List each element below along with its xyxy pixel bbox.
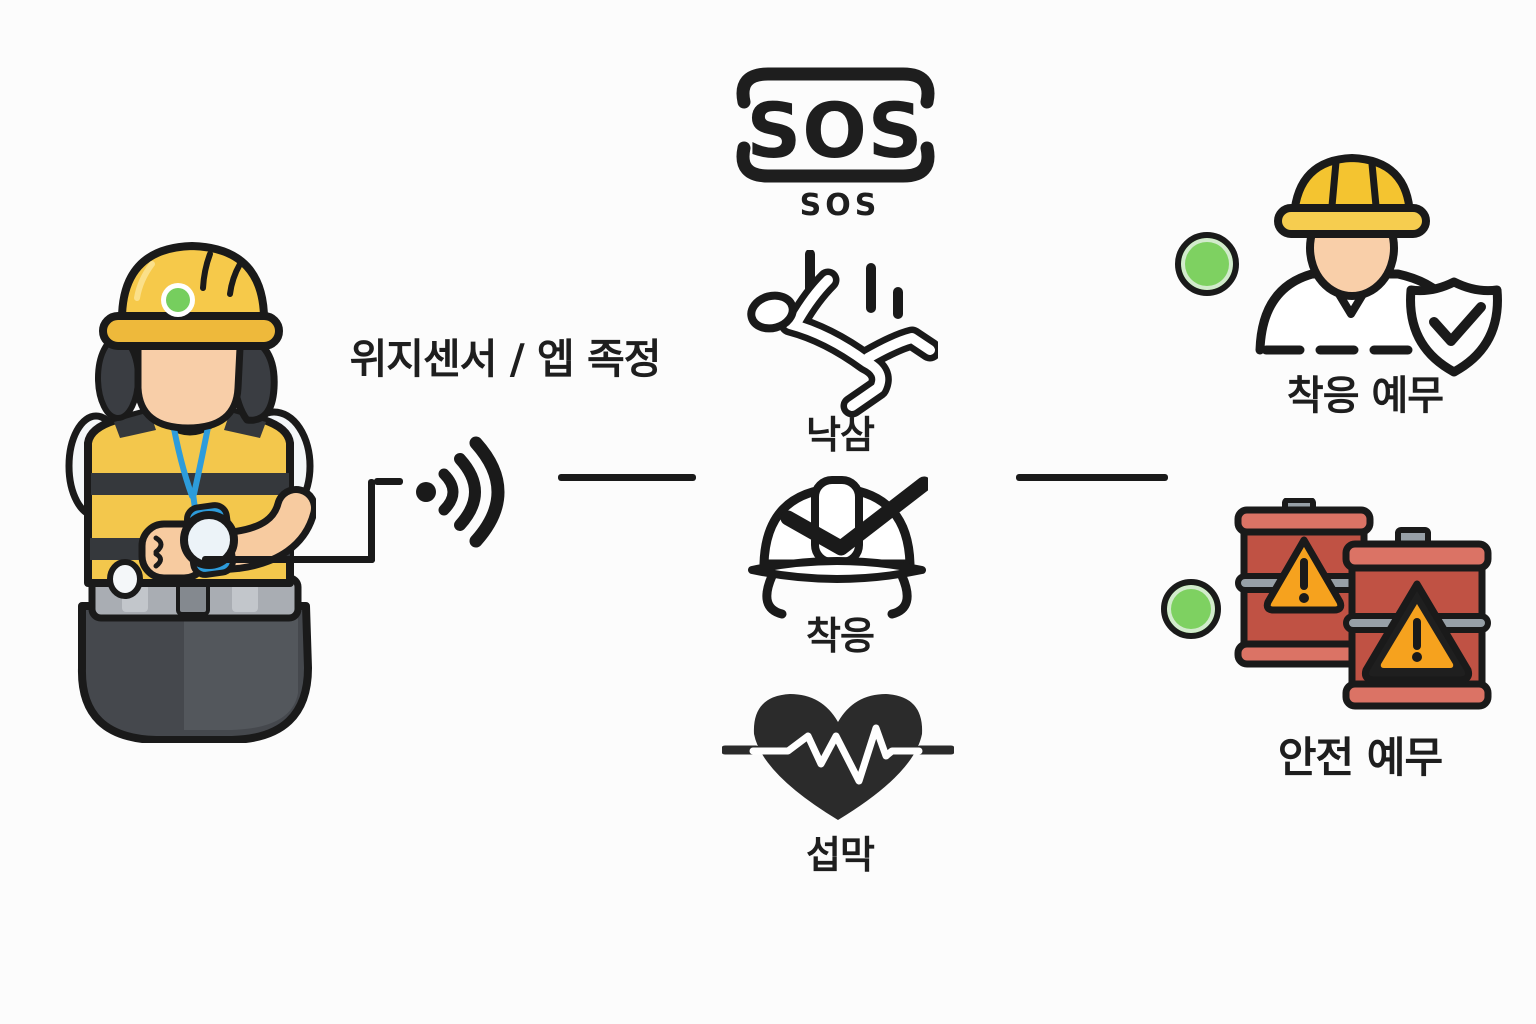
forearm — [150, 486, 316, 578]
shield-check — [1406, 277, 1502, 377]
helmet-label: 착응 — [806, 614, 875, 658]
connector-left — [558, 474, 696, 481]
sos-signal-icon: SOS — [736, 67, 935, 183]
falling-person-icon — [747, 250, 938, 418]
helmet-check-icon — [748, 476, 928, 619]
connector-right — [1016, 474, 1168, 481]
left-glove — [107, 559, 143, 599]
barrel-front — [1342, 527, 1492, 710]
worker-shield-check-icon — [1255, 154, 1502, 377]
sensor-caption: 위지센서 / 엡 족정 — [349, 335, 662, 383]
wireless-signal-icon — [416, 436, 505, 548]
wear-status-label: 착응 예무 — [1286, 373, 1444, 419]
hazard-barrels-icon — [1234, 498, 1492, 710]
heart-label: 섭막 — [806, 833, 875, 877]
watch-connector-stub — [374, 478, 403, 485]
watch-connector-vertical — [368, 479, 375, 563]
safety-status-label: 안전 예무 — [1277, 733, 1443, 782]
hard-hat — [99, 242, 283, 350]
heart-pulse-icon — [722, 694, 954, 820]
green-status-dot-top — [1175, 232, 1239, 296]
fall-label: 낙삼 — [806, 413, 875, 457]
smartwatch — [180, 502, 238, 578]
sos-label: SOS — [799, 188, 881, 223]
worker-with-smartwatch-illustration — [65, 242, 316, 743]
green-status-dot-bottom — [1161, 579, 1221, 639]
avatar-hard-hat — [1274, 154, 1430, 238]
sos-big-text: SOS — [746, 86, 923, 175]
watch-connector-horizontal — [202, 556, 375, 563]
